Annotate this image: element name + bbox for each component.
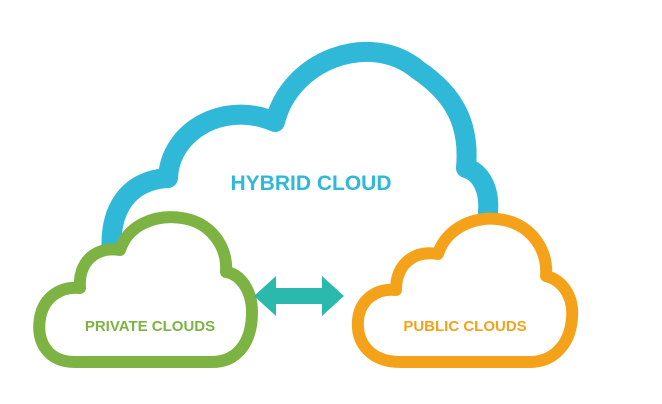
double-arrow-icon (254, 276, 344, 316)
public-cloud-shape (351, 212, 579, 368)
public-clouds-label: PUBLIC CLOUDS (403, 318, 526, 335)
hybrid-cloud-shape (101, 41, 499, 265)
private-cloud-shape (33, 211, 258, 368)
hybrid-cloud-label: HYBRID CLOUD (231, 172, 392, 195)
private-clouds-label: PRIVATE CLOUDS (85, 318, 215, 335)
